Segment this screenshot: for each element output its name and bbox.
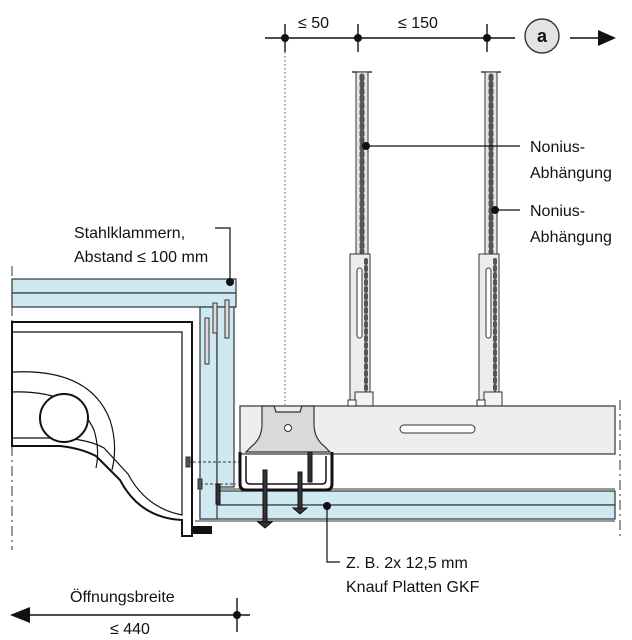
dimension-le-150: ≤ 150 <box>398 15 438 32</box>
label-clamps-line1: Stahlklammern, <box>74 225 185 242</box>
leader-dot-hanger-left <box>362 142 370 150</box>
leader-boards <box>326 506 340 563</box>
ceiling-boards-bottom <box>195 488 616 522</box>
duct-enclosure-top-boards <box>11 278 237 308</box>
dimension-le-50: ≤ 50 <box>298 15 329 32</box>
section-marker: a <box>524 18 560 54</box>
label-nonius-2-line2: Abhängung <box>530 229 612 246</box>
nonius-hanger-left <box>347 71 374 423</box>
section-arrow-right <box>570 30 616 46</box>
label-nonius-1-line1: Nonius- <box>530 139 585 156</box>
label-opening-width-value: ≤ 440 <box>110 621 150 638</box>
opening-width-dimension <box>10 598 250 632</box>
label-boards-line1: Z. B. 2x 12,5 mm <box>346 555 468 572</box>
leader-dot-clamps <box>226 278 234 286</box>
label-clamps-line2: Abstand ≤ 100 mm <box>74 249 208 266</box>
nonius-hanger-right <box>476 71 503 423</box>
leader-dot-hanger-right <box>491 206 499 214</box>
duct-enclosure-side-boards <box>199 306 235 520</box>
label-nonius-2-line1: Nonius- <box>530 203 585 220</box>
hanger-leaders <box>366 145 520 211</box>
top-dimension-nodes <box>281 34 491 42</box>
leader-dot-boards <box>323 502 331 510</box>
section-marker-label: a <box>537 26 548 46</box>
secondary-channel <box>238 452 334 492</box>
label-nonius-1-line2: Abhängung <box>530 165 612 182</box>
label-opening-width: Öffnungsbreite <box>70 588 175 606</box>
channel-clip <box>244 405 332 453</box>
label-boards-line2: Knauf Platten GKF <box>346 579 480 596</box>
steel-clamps <box>204 299 230 365</box>
board-screws <box>215 451 313 529</box>
leader-clamps <box>215 227 231 282</box>
duct-body <box>11 321 212 537</box>
